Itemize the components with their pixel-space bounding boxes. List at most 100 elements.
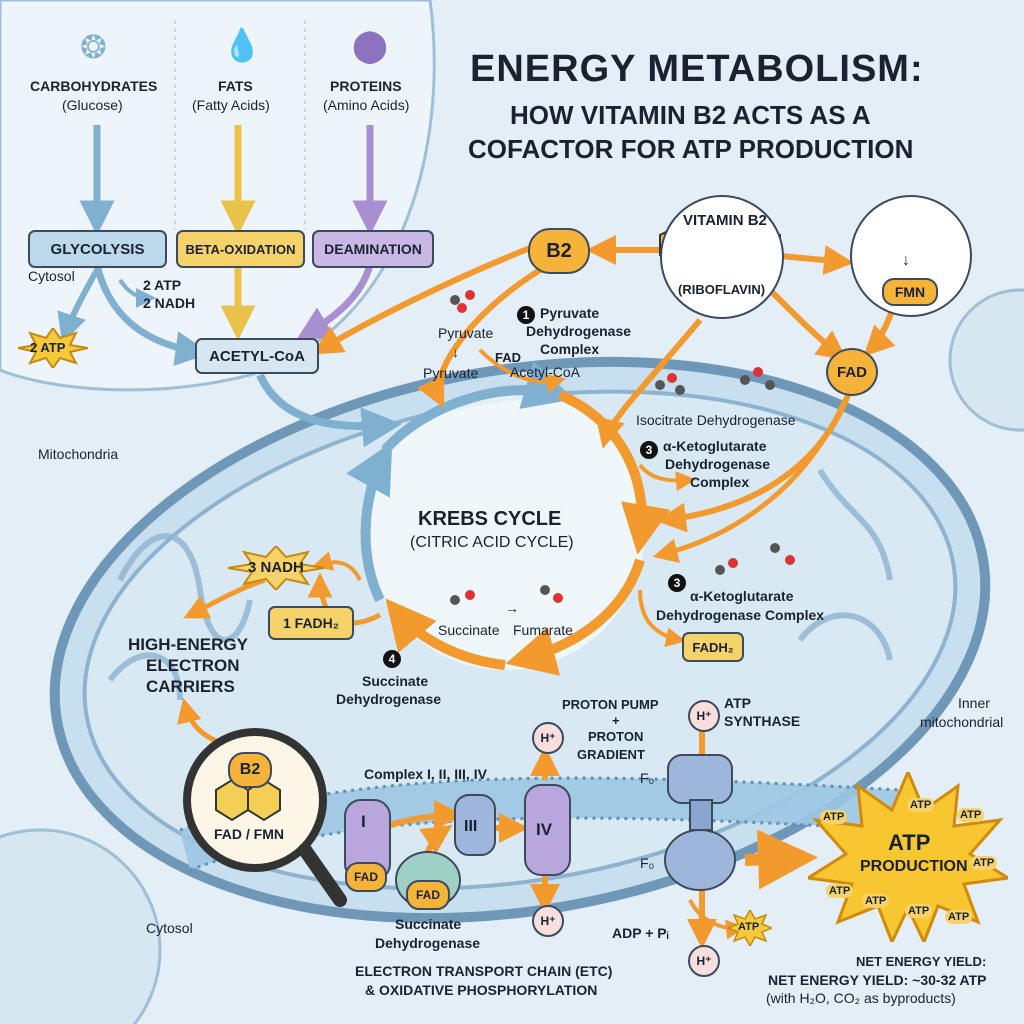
succinate-dh-line1: Succinate: [362, 673, 429, 689]
carriers-line3: CARRIERS: [146, 677, 235, 696]
pyruvate-fad-label: FAD: [495, 350, 521, 365]
atp-burst-token-8: ATP: [945, 910, 973, 924]
akg-lower-line2: Dehydrogenase Complex: [656, 607, 825, 623]
fats-label: FATS: [218, 78, 253, 94]
net-yield-line2: NET ENERGY YIELD: ~30-32 ATP: [768, 972, 987, 988]
proteins-label: PROTEINS: [330, 78, 402, 94]
acetyl-coa-box: ACETYL-CoA: [195, 338, 319, 374]
isocitrate-label: Isocitrate Dehydrogenase: [636, 412, 796, 428]
akg-lower-line1: α-Ketoglutarate: [690, 588, 794, 604]
atp-star-small-label: 2 ATP: [30, 340, 66, 355]
complex-3-label: III: [464, 818, 478, 835]
step-3-upper-badge: 3: [640, 441, 658, 459]
atp-burst-token-2: ATP: [957, 808, 985, 822]
proton-line2: +: [612, 713, 620, 728]
nadh-star: 3 NADH: [227, 544, 325, 592]
net-yield-line3: (with H₂O, CO₂ as byproducts): [766, 990, 956, 1006]
vitamin-b2-subtitle: (RIBOFLAVIN): [678, 282, 766, 297]
vitamin-b2-title: VITAMIN B2: [683, 212, 767, 229]
pyruvate-label-a: Pyruvate: [438, 325, 494, 341]
magnifier-b2-badge: B2: [228, 752, 272, 788]
synthase-line2: SYNTHASE: [724, 713, 801, 729]
inner-membrane-line2: mitochondrial: [920, 714, 1004, 730]
pyruvate-down-arrow: ↓: [452, 344, 459, 360]
succinate-fumarate-arrow: →: [505, 600, 519, 616]
fats-sub: (Fatty Acids): [192, 97, 270, 113]
atp-burst-token-3: ATP: [820, 810, 848, 824]
vitamin-b2-circle: [660, 195, 784, 319]
pyruvate-complex-line3: Complex: [540, 341, 600, 357]
step-3-lower-badge: 3: [668, 574, 686, 592]
atp-burst-token-7: ATP: [905, 904, 933, 918]
glycolysis-yield-nadh: 2 NADH: [143, 295, 196, 311]
h-plus-label-bottom-iv: H⁺: [540, 914, 556, 928]
glycolysis-yield-atp: 2 ATP: [143, 277, 182, 293]
krebs-title: KREBS CYCLE: [418, 508, 562, 530]
proton-line1: PROTON PUMP: [562, 697, 659, 712]
glucose-icon: ❂: [80, 29, 107, 65]
adp-pi-label: ADP + Pᵢ: [612, 925, 669, 941]
carriers-line1: HIGH-ENERGY: [128, 635, 248, 654]
acetyl-coa-label: ACETYL-CoA: [209, 347, 305, 365]
akg-upper-line3: Complex: [690, 474, 750, 490]
carbohydrates-sub: (Glucose): [62, 97, 123, 113]
synthase-line1: ATP: [724, 695, 751, 711]
atp-burst-token-4: ATP: [970, 856, 998, 870]
atp-star-synthase-label: ATP: [738, 921, 760, 933]
carbohydrates-label: CARBOHYDRATES: [30, 78, 158, 94]
atp-production-line2: PRODUCTION: [860, 858, 968, 875]
etc-fad-label-1: FAD: [354, 870, 378, 884]
acetyl-coa-product-label: Acetyl-CoA: [510, 364, 581, 380]
f0-label-upper: F₀: [640, 770, 655, 786]
etc-fad-badge-2: FAD: [406, 880, 450, 910]
b2-node: B2: [528, 228, 590, 274]
deamination-label: DEAMINATION: [324, 241, 422, 257]
step-4-badge: 4: [383, 650, 401, 668]
atp-production-line1: ATP: [888, 830, 931, 855]
etc-fad-label-2: FAD: [416, 888, 440, 902]
amino-acid-icon: ⬤: [352, 27, 388, 63]
inner-membrane-line1: Inner: [958, 695, 990, 711]
fmn-label: FMN: [894, 284, 926, 300]
magnifier-b2-label: B2: [239, 761, 261, 778]
title-line-3: COFACTOR FOR ATP PRODUCTION: [468, 134, 914, 164]
magnifier-caption: FAD / FMN: [214, 826, 284, 842]
cytosol-bottom-label: Cytosol: [146, 920, 193, 936]
h-plus-label-bottom-synthase: H⁺: [696, 954, 712, 968]
etc-complex-title: Complex I, II, III, IV: [364, 766, 487, 782]
glycolysis-label: GLYCOLYSIS: [50, 240, 145, 258]
h-plus-label-top-synthase: H⁺: [696, 709, 712, 723]
etc-title-line2: & OXIDATIVE PHOSPHORYLATION: [365, 982, 598, 998]
nadh-label: 3 NADH: [248, 559, 304, 576]
net-yield-line1: NET ENERGY YIELD:: [856, 954, 987, 969]
fad-node-label: FAD: [837, 363, 867, 381]
oil-drop-icon: 💧: [222, 27, 262, 63]
krebs-subtitle: (CITRIC ACID CYCLE): [410, 534, 574, 551]
beta-oxidation-box: BETA-OXIDATION: [176, 230, 305, 268]
atp-burst-token-1: ATP: [907, 798, 935, 812]
beta-oxidation-label: BETA-OXIDATION: [185, 241, 296, 257]
pyruvate-label-b: Pyruvate: [423, 365, 479, 381]
etc-sdh-line2: Dehydrogenase: [375, 935, 481, 951]
proteins-sub: (Amino Acids): [323, 97, 410, 113]
step-1-number: 1: [522, 308, 530, 322]
step-3-upper-number: 3: [645, 443, 653, 457]
pyruvate-complex-line2: Dehydrogenase: [526, 323, 632, 339]
fadh2-right-box: FADH₂: [682, 632, 744, 662]
fumarate-molecule-label: Fumarate: [513, 622, 573, 638]
proton-line3: PROTON: [588, 729, 644, 744]
akg-upper-line1: α-Ketoglutarate: [663, 438, 767, 454]
h-plus-badge-bottom-iv: H⁺: [532, 905, 564, 937]
proton-line4: GRADIENT: [577, 747, 645, 762]
h-plus-label-top-iv: H⁺: [540, 731, 556, 745]
h-plus-badge-top-iv: H⁺: [532, 722, 564, 754]
etc-fad-badge-1: FAD: [345, 862, 387, 892]
etc-sdh-line1: Succinate: [395, 916, 462, 932]
deamination-box: DEAMINATION: [312, 230, 434, 268]
fmn-box: FMN: [882, 278, 938, 306]
akg-upper-line2: Dehydrogenase: [665, 456, 771, 472]
complex-4-label: IV: [536, 820, 553, 839]
title-line-2: HOW VITAMIN B2 ACTS AS A: [510, 100, 871, 130]
step-1-badge: 1: [517, 306, 535, 324]
